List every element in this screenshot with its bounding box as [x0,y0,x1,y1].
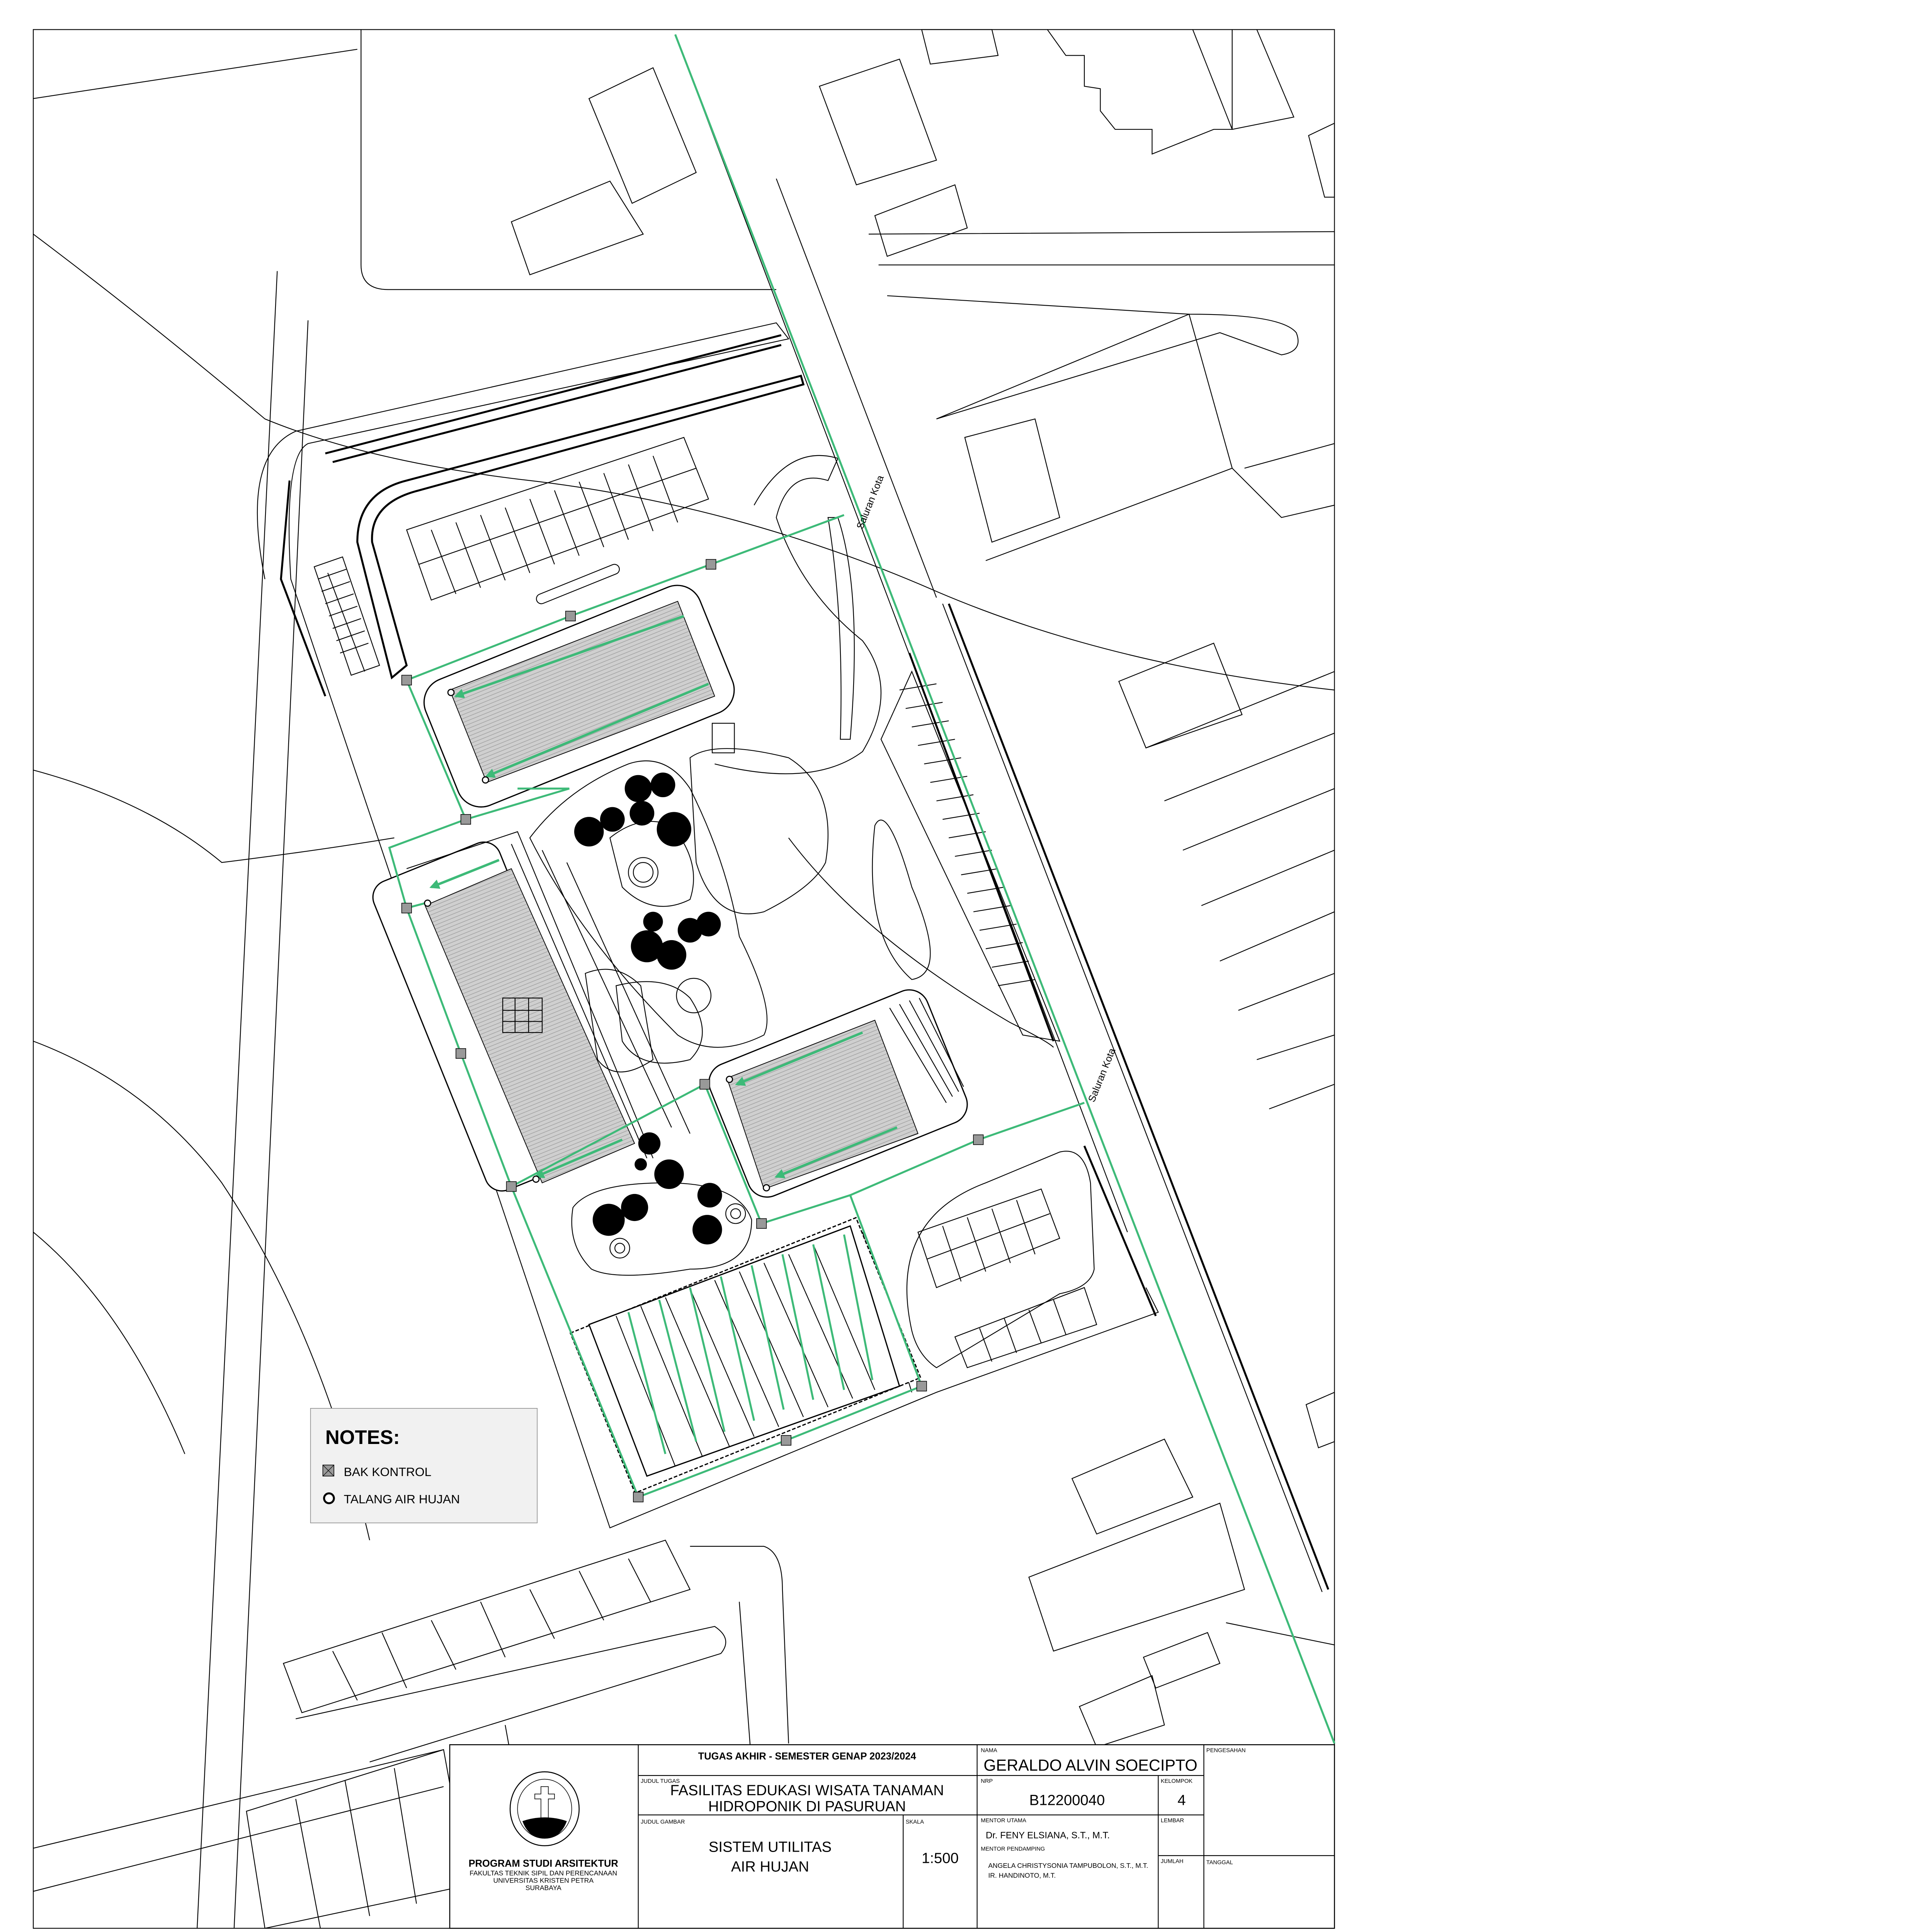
pengesahan-label: PENGESAHAN [1206,1747,1246,1753]
notes-item-label: BAK KONTROL [344,1465,432,1479]
context-map [33,29,1335,1929]
title-block: PROGRAM STUDI ARSITEKTUR FAKULTAS TEKNIK… [449,1744,1335,1929]
judul-tugas-label: JUDUL TUGAS [641,1778,680,1784]
nrp-label: NRP [981,1778,993,1784]
mentor-pendamping-2: IR. HANDINOTO, M.T. [988,1872,1056,1879]
roof-building-1 [449,600,715,783]
mentor-utama-label: MENTOR UTAMA [981,1818,1026,1824]
kelompok-value: 4 [1177,1792,1186,1809]
judul-gambar-line-1: SISTEM UTILITAS [709,1839,832,1855]
bak-kontrol-icon [322,1464,334,1476]
notes-legend: NOTES: BAK KONTROL TALANG AIR HUJAN [310,1408,538,1524]
buildings [372,585,968,1494]
landscape [529,760,768,1276]
notes-title: NOTES: [325,1426,400,1448]
judul-tugas-line-1: FASILITAS EDUKASI WISATA TANAMAN [670,1782,944,1799]
skala-value: 1:500 [922,1850,959,1866]
jumlah-label: JUMLAH [1161,1858,1184,1864]
mentor-pendamping-1: ANGELA CHRISTYSONIA TAMPUBOLON, S.T., M.… [988,1862,1148,1869]
channel-label: Saluran Kota [855,473,886,531]
sheet-border [32,29,1335,1929]
kelompok-label: KELOMPOK [1161,1778,1192,1784]
channel-label: Saluran Kota [1086,1046,1118,1104]
program-name: PROGRAM STUDI ARSITEKTUR [469,1858,618,1869]
lembar-label: LEMBAR [1161,1818,1184,1824]
nama-label: NAMA [981,1747,997,1753]
skala-label: SKALA [906,1819,924,1825]
judul-gambar-label: JUDUL GAMBAR [641,1819,685,1825]
nama-value: GERALDO ALVIN SOECIPTO [983,1756,1197,1774]
nrp-value: B12200040 [1029,1792,1105,1809]
roof-building-2 [424,868,635,1184]
judul-tugas-line-2: HIDROPONIK DI PASURUAN [708,1798,906,1815]
faculty-name: FAKULTAS TEKNIK SIPIL DAN PERENCANAAN [469,1869,617,1877]
university-logo [509,1771,580,1847]
tb-header: TUGAS AKHIR - SEMESTER GENAP 2023/2024 [698,1751,917,1762]
mentor-pendamping-label: MENTOR PENDAMPING [981,1846,1045,1852]
site-layout [257,322,1159,1529]
university-name: UNIVERSITAS KRISTEN PETRA [493,1876,594,1884]
tanggal-label: TANGGAL [1206,1860,1233,1866]
bak-kontrol-markers [401,559,984,1502]
judul-gambar-line-2: AIR HUJAN [731,1859,809,1875]
site-plan-drawing: Saluran Kota Saluran Kota NOTES: BAK KON… [32,29,1335,1929]
rainwater-drainage: Saluran Kota Saluran Kota [388,34,1335,1744]
talang-markers [424,689,770,1192]
talang-air-hujan-icon [323,1492,335,1504]
city-name: SURABAYA [526,1884,561,1892]
mentor-utama-value: Dr. FENY ELSIANA, S.T., M.T. [986,1830,1110,1841]
notes-item-label: TALANG AIR HUJAN [344,1492,460,1506]
roof-building-3 [726,1020,919,1190]
